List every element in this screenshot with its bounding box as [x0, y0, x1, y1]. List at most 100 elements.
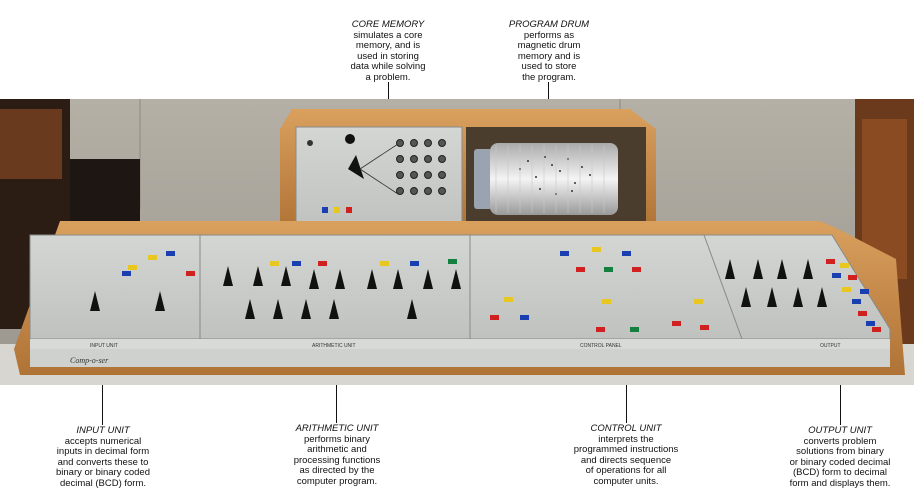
caption-title: OUTPUT UNIT — [808, 425, 872, 436]
caption-line: interprets the — [598, 433, 654, 445]
core-memory-switches — [396, 139, 446, 195]
knob — [803, 259, 813, 279]
core-switch — [410, 155, 418, 163]
caption-line: computer units. — [593, 475, 659, 487]
core-switch — [438, 139, 446, 147]
knob — [301, 299, 311, 319]
caption-line: decimal (BCD) form. — [59, 477, 147, 489]
caption-control-unit: CONTROL UNIT interprets the programmed i… — [556, 423, 696, 487]
indicator-lamp — [166, 251, 175, 256]
drum-dot — [559, 170, 561, 172]
knob — [223, 266, 233, 286]
core-switch — [410, 187, 418, 195]
computer-photo: INPUT UNIT ARITHMETIC UNIT CONTROL PANEL… — [0, 99, 914, 385]
panel-label-output: OUTPUT — [820, 343, 841, 349]
core-switch — [396, 171, 404, 179]
core-switch — [424, 155, 432, 163]
caption-line: memory, and is — [355, 40, 421, 51]
caption-line: converts problem — [803, 435, 877, 447]
core-switch — [438, 187, 446, 195]
caption-title: PROGRAM DRUM — [508, 19, 590, 30]
caption-line: form and displays them. — [789, 477, 891, 489]
indicator-lamp — [602, 299, 611, 304]
panel-label-input: INPUT UNIT — [90, 343, 118, 349]
caption-line: or binary coded decimal — [789, 456, 891, 468]
indicator-lamp — [630, 327, 639, 332]
caption-line: as directed by the — [299, 465, 375, 476]
indicator-lamp — [632, 267, 641, 272]
knob — [753, 259, 763, 279]
caption-line: a problem. — [365, 71, 411, 83]
indicator-lamp — [380, 261, 389, 266]
indicator-lamp — [122, 271, 131, 276]
caption-title: CONTROL UNIT — [590, 423, 662, 434]
caption-title: ARITHMETIC UNIT — [295, 423, 379, 434]
knob — [281, 266, 291, 286]
core-switch — [396, 139, 404, 147]
indicator-lamp — [148, 255, 157, 260]
core-switch — [410, 171, 418, 179]
knob — [407, 299, 417, 319]
caption-output-unit: OUTPUT UNIT converts problem solutions f… — [770, 425, 910, 489]
console-lamps — [122, 247, 881, 332]
caption-line: arithmetic and — [307, 444, 367, 455]
indicator-lamp — [858, 311, 867, 316]
caption-line: and directs sequence — [580, 454, 672, 466]
knob — [90, 291, 100, 311]
caption-title: INPUT UNIT — [76, 425, 130, 436]
caption-line: solutions from binary — [796, 446, 884, 457]
core-switch — [424, 171, 432, 179]
caption-line: the program. — [522, 71, 576, 83]
core-memory-panel — [307, 134, 399, 195]
indicator-lamp — [186, 271, 195, 276]
knob — [451, 269, 461, 289]
caption-input-unit: INPUT UNIT accepts numerical inputs in d… — [38, 425, 168, 489]
drum-dot — [551, 164, 553, 166]
knob — [793, 287, 803, 307]
caption-line: simulates a core — [353, 29, 423, 41]
indicator-lamp — [866, 321, 875, 326]
caption-line: of operations for all — [585, 465, 667, 476]
core-switch — [438, 171, 446, 179]
knob — [155, 291, 165, 311]
core-switch — [424, 187, 432, 195]
indicator-lamp — [604, 267, 613, 272]
drum-dot — [539, 188, 541, 190]
caption-line: used in storing — [357, 50, 419, 62]
drum-dot — [589, 174, 591, 176]
indicator-lamp — [596, 327, 605, 332]
leader-line — [388, 82, 389, 100]
caption-line: (BCD) form to decimal — [793, 467, 887, 478]
indicator-lamp — [292, 261, 301, 266]
caption-line: binary or binary coded — [56, 467, 150, 478]
caption-line: performs as — [523, 29, 575, 41]
knob — [335, 269, 345, 289]
knob — [309, 269, 319, 289]
leader-line — [336, 385, 337, 423]
core-switch — [438, 155, 446, 163]
caption-line: computer program. — [296, 475, 378, 487]
indicator-lamp — [576, 267, 585, 272]
knob — [329, 299, 339, 319]
caption-line: magnetic drum — [517, 40, 581, 51]
indicator-lamp — [448, 259, 457, 264]
core-switch — [396, 155, 404, 163]
core-switch — [424, 139, 432, 147]
drum-dot — [571, 190, 573, 192]
indicator-lamp — [128, 265, 137, 270]
caption-line: accepts numerical — [64, 435, 142, 447]
indicator-lamp — [592, 247, 601, 252]
knob — [367, 269, 377, 289]
knob — [253, 266, 263, 286]
panel-label-arithmetic: ARITHMETIC UNIT — [312, 343, 356, 349]
indicator-lamp — [504, 297, 513, 302]
knob — [393, 269, 403, 289]
leader-line — [840, 385, 841, 425]
caption-line: data while solving — [350, 61, 426, 72]
indicator-lamp — [520, 315, 529, 320]
caption-line: performs binary — [304, 433, 370, 445]
indicator-lamp — [848, 275, 857, 280]
core-switch — [396, 187, 404, 195]
indicator-lamp — [318, 261, 327, 266]
leader-line — [548, 82, 549, 100]
